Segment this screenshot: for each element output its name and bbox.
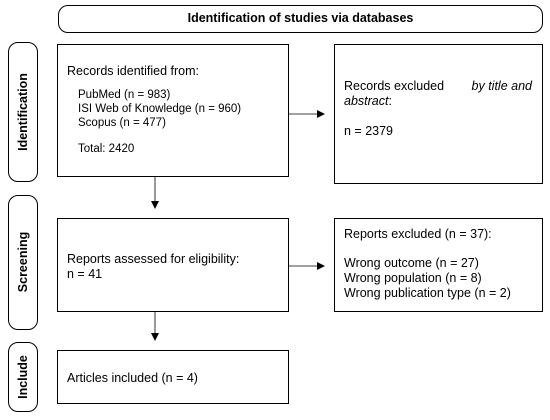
reports-excluded-box <box>334 218 543 312</box>
reports-assessed-box <box>57 218 289 312</box>
records-excluded-line1: Records excluded by title and <box>344 79 532 94</box>
records-excluded-line2: abstract: <box>344 94 392 109</box>
records-excluded-prefix: Records excluded <box>344 79 445 93</box>
records-identified-box <box>57 44 289 177</box>
stage-include-label: Include <box>16 355 30 399</box>
records-excluded-emph2: abstract <box>344 94 389 108</box>
reports-assessed-line2: n = 41 <box>67 267 103 281</box>
reason-population: Wrong population (n = 8) <box>344 271 482 285</box>
articles-included-box <box>57 350 289 404</box>
source-pubmed: PubMed (n = 983) <box>78 89 171 101</box>
reports-assessed-line1: Reports assessed for eligibility: <box>67 252 240 266</box>
header-box <box>58 5 543 33</box>
articles-included-text: Articles included (n = 4) <box>67 371 198 385</box>
records-identified-heading: Records identified from: <box>67 64 200 78</box>
records-excluded-count: n = 2379 <box>344 124 394 138</box>
stage-screening-label: Screening <box>16 231 30 293</box>
reason-publication-type: Wrong publication type (n = 2) <box>344 286 511 300</box>
records-excluded-box <box>334 44 543 184</box>
stage-screening-box <box>8 195 38 330</box>
records-excluded-colon: : <box>388 94 392 108</box>
reports-excluded-heading: Reports excluded (n = 37): <box>344 227 492 241</box>
source-scopus: Scopus (n = 477) <box>78 117 166 129</box>
header-title: Identification of studies via databases <box>187 11 414 25</box>
stage-include-box <box>8 342 38 412</box>
records-total: Total: 2420 <box>78 143 135 155</box>
records-excluded-emph1: by title and <box>471 79 532 93</box>
stage-identification-label: Identification <box>16 73 30 151</box>
stage-identification-box <box>8 42 38 182</box>
source-isi: ISI Web of Knowledge (n = 960) <box>78 103 242 115</box>
reason-outcome: Wrong outcome (n = 27) <box>344 256 479 270</box>
